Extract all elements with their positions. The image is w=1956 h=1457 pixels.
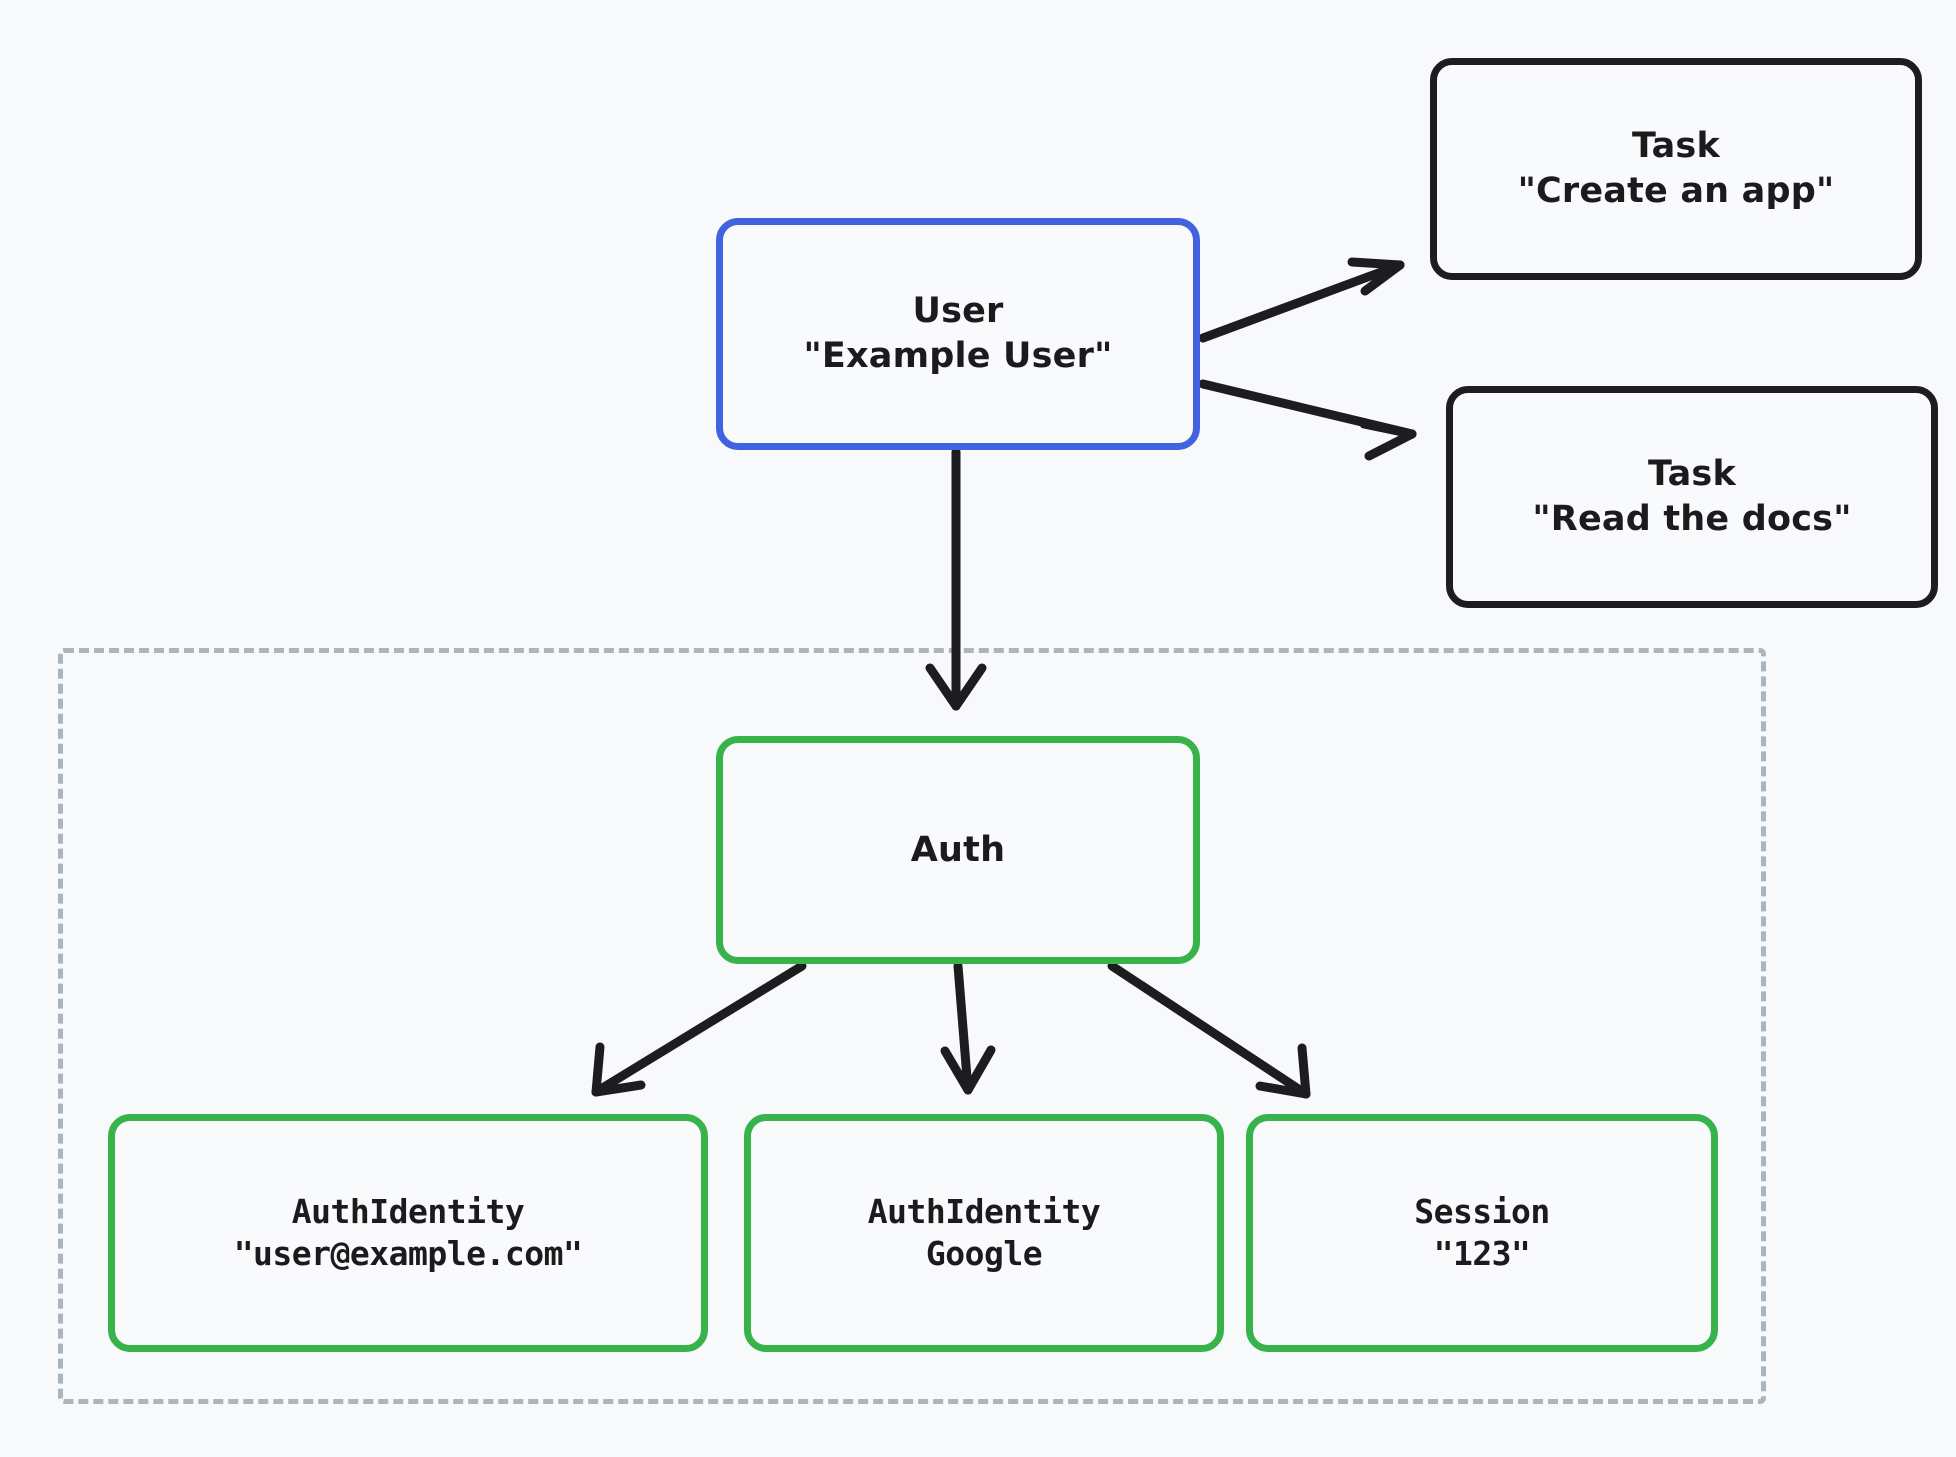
node-auth-identity-google-title: AuthIdentity: [867, 1191, 1101, 1231]
node-auth-identity-google[interactable]: AuthIdentity Google: [744, 1114, 1224, 1352]
node-task-create-app-title: Task: [1632, 126, 1720, 167]
node-auth-identity-email-subtitle: "user@example.com": [233, 1234, 583, 1273]
node-task-read-docs-title: Task: [1648, 454, 1736, 495]
node-user-subtitle: "Example User": [803, 336, 1113, 376]
node-session-title: Session: [1414, 1191, 1550, 1231]
node-task-create-app-subtitle: "Create an app": [1517, 171, 1835, 211]
node-task-read-docs-subtitle: "Read the docs": [1532, 499, 1852, 539]
node-auth-identity-google-subtitle: Google: [925, 1234, 1043, 1273]
node-task-create-app[interactable]: Task "Create an app": [1430, 58, 1922, 280]
node-auth[interactable]: Auth: [716, 736, 1200, 964]
node-auth-identity-email[interactable]: AuthIdentity "user@example.com": [108, 1114, 708, 1352]
auth-group-container: [58, 648, 1766, 1404]
node-session[interactable]: Session "123": [1246, 1114, 1718, 1352]
node-task-read-docs[interactable]: Task "Read the docs": [1446, 386, 1938, 608]
node-user[interactable]: User "Example User": [716, 218, 1200, 450]
edge-user-to-task-read-docs: [1198, 379, 1417, 461]
node-auth-title: Auth: [910, 829, 1006, 870]
edge-user-to-task-create-app: [1198, 257, 1405, 343]
node-user-title: User: [912, 291, 1004, 332]
node-session-subtitle: "123": [1433, 1234, 1531, 1273]
node-auth-identity-email-title: AuthIdentity: [291, 1191, 525, 1231]
